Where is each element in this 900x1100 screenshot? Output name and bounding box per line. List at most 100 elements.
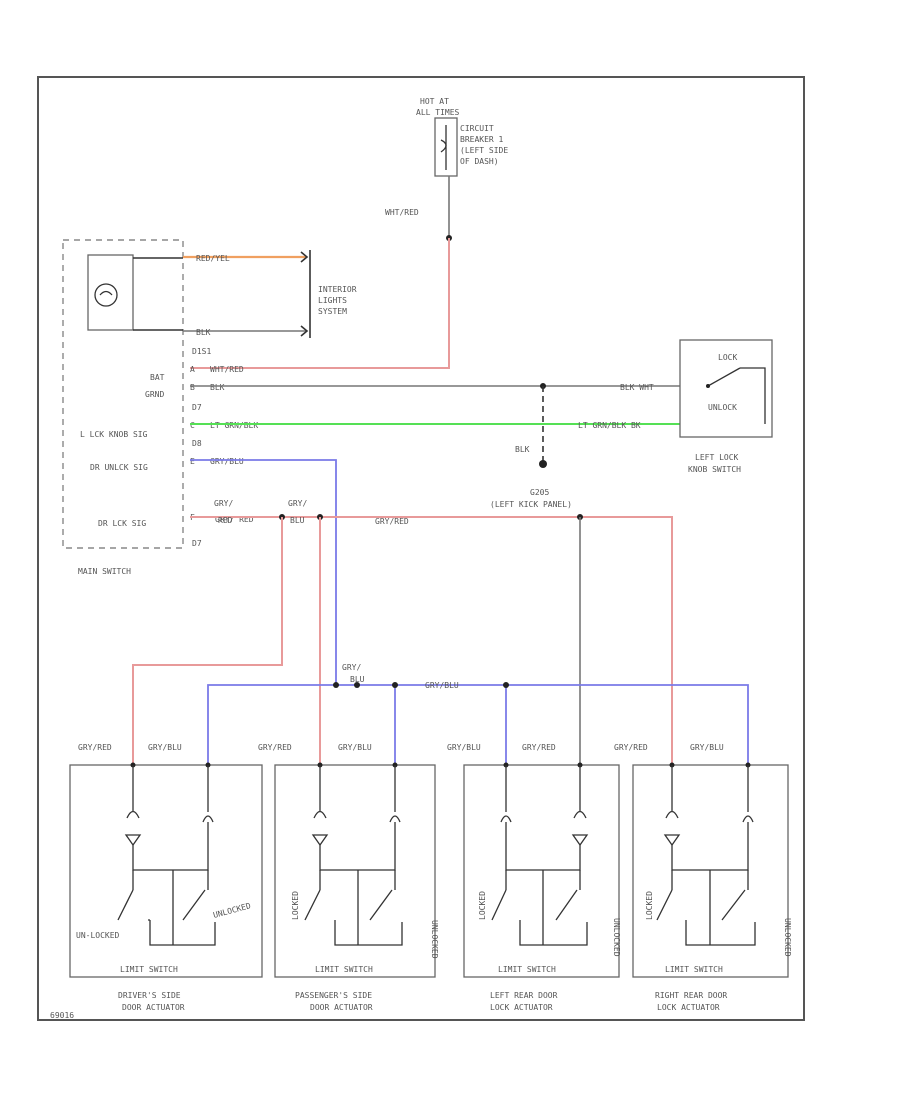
act3-w2: GRY/RED bbox=[522, 743, 556, 752]
interior-label-3: SYSTEM bbox=[318, 307, 347, 316]
pin-d1s1: D1S1 bbox=[192, 347, 211, 356]
act2-label-2: DOOR ACTUATOR bbox=[310, 1003, 373, 1012]
input-wire-grnd: BLK bbox=[210, 383, 225, 392]
unlock-splice-4 bbox=[503, 682, 509, 688]
act4-label-2: LOCK ACTUATOR bbox=[657, 1003, 720, 1012]
main-switch-box bbox=[62, 239, 184, 549]
act1-w2: GRY/BLU bbox=[148, 743, 182, 752]
act4-unlocked: UNLOCKED bbox=[783, 918, 792, 957]
act1-note: UNLOCKED bbox=[212, 901, 252, 920]
input-wire-bat: WHT/RED bbox=[210, 365, 244, 374]
splice-red1: RED bbox=[218, 516, 233, 525]
unlock-signal-wire bbox=[190, 459, 337, 685]
left-rear-actuator: GRY/BLU GRY/RED LOCKED UNLOCKED LIMIT SW… bbox=[447, 743, 621, 1012]
main-switch-label: MAIN SWITCH bbox=[78, 567, 131, 576]
unlock-splice-3 bbox=[392, 682, 398, 688]
right-rear-actuator: GRY/RED GRY/BLU LOCKED UNLOCKED LIMIT SW… bbox=[614, 743, 792, 1012]
act1-unlocked: UN-LOCKED bbox=[76, 931, 120, 940]
act2-locked: LOCKED bbox=[291, 891, 300, 920]
unlock-splice-1 bbox=[333, 682, 339, 688]
input-pin-knob: C bbox=[190, 421, 195, 430]
act3-label-1: LEFT REAR DOOR bbox=[490, 991, 558, 1000]
unlock-bus-label: GRY/BLU bbox=[425, 681, 459, 690]
knob-unlock-label: UNLOCK bbox=[708, 403, 737, 412]
act1-label-1: DRIVER'S SIDE bbox=[118, 991, 181, 1000]
splice-blu3: BLU bbox=[350, 675, 365, 684]
unlock-splice-2 bbox=[354, 682, 360, 688]
act2-switch: LIMIT SWITCH bbox=[315, 965, 373, 974]
act2-w1: GRY/RED bbox=[258, 743, 292, 752]
interior-label-2: LIGHTS bbox=[318, 296, 347, 305]
splice-gry1: GRY/ bbox=[214, 499, 233, 508]
act3-switch: LIMIT SWITCH bbox=[498, 965, 556, 974]
driver-actuator: GRY/RED GRY/BLU UNLOCKED UN-LOCKED LIMIT… bbox=[69, 743, 263, 1012]
circuit-breaker-symbol bbox=[434, 117, 458, 177]
hot-at-label: HOT AT bbox=[420, 97, 449, 106]
act4-w2: GRY/BLU bbox=[690, 743, 724, 752]
act2-w2: GRY/BLU bbox=[338, 743, 372, 752]
act1-w1: GRY/RED bbox=[78, 743, 112, 752]
driver-lock-wire bbox=[132, 517, 283, 765]
breaker-label-3: (LEFT SIDE bbox=[460, 146, 508, 155]
act1-label-2: DOOR ACTUATOR bbox=[122, 1003, 185, 1012]
breaker-label-1: CIRCUIT bbox=[460, 124, 494, 133]
dome-lamp-icon bbox=[87, 254, 134, 331]
bat-feed-wire bbox=[190, 238, 450, 369]
act3-label-2: LOCK ACTUATOR bbox=[490, 1003, 553, 1012]
breaker-label-4: OF DASH) bbox=[460, 157, 499, 166]
all-times-label: ALL TIMES bbox=[416, 108, 460, 117]
input-wire-lock: GRY/ RED bbox=[215, 515, 254, 524]
input-wire-unlock: GRY/BLU bbox=[210, 457, 244, 466]
knob-label-1: LEFT LOCK bbox=[695, 453, 739, 462]
act4-w1: GRY/RED bbox=[614, 743, 648, 752]
splice-blu2: BLU bbox=[290, 516, 305, 525]
passenger-actuator: GRY/RED GRY/BLU LOCKED UNLOCKED LIMIT SW… bbox=[258, 743, 439, 1012]
knob-switch-box bbox=[679, 339, 773, 438]
knob-wire-grn: LT GRN/BLK BK bbox=[578, 421, 641, 430]
unlock-bus-wire bbox=[207, 684, 749, 765]
lock-bus-label: GRY/RED bbox=[375, 517, 409, 526]
knob-switch-symbol bbox=[706, 367, 766, 424]
input-label-grnd: GRND bbox=[145, 390, 164, 399]
knob-lock-label: LOCK bbox=[718, 353, 737, 362]
arrow-top bbox=[300, 251, 309, 263]
input-pin-bat: A bbox=[190, 365, 195, 374]
act3-unlocked: UNLOCKED bbox=[612, 918, 621, 957]
pin-d7a: D7 bbox=[192, 403, 202, 412]
input-label-knob: L LCK KNOB SIG bbox=[80, 430, 148, 439]
act2-unlocked: UNLOCKED bbox=[430, 920, 439, 959]
act2-label-1: PASSENGER'S SIDE bbox=[295, 991, 372, 1000]
diagram-frame bbox=[37, 76, 805, 1021]
interior-wire-top-label: RED/YEL bbox=[196, 254, 230, 263]
splice-gry2: GRY/ bbox=[288, 499, 307, 508]
interior-label-1: INTERIOR bbox=[318, 285, 357, 294]
input-label-bat: BAT bbox=[150, 373, 165, 382]
input-label-lock: DR LCK SIG bbox=[98, 519, 146, 528]
pin-d8: D8 bbox=[192, 439, 202, 448]
interior-wire-bottom-label: BLK bbox=[196, 328, 211, 337]
footer-code: 69016 bbox=[50, 1011, 74, 1020]
act4-switch: LIMIT SWITCH bbox=[665, 965, 723, 974]
lock-signal-wire bbox=[190, 516, 673, 765]
knob-wire-blk: BLK WHT bbox=[620, 383, 654, 392]
ground-point-icon bbox=[539, 460, 547, 468]
act3-locked: LOCKED bbox=[478, 891, 487, 920]
input-pin-unlock: E bbox=[190, 457, 195, 466]
pin-d7b: D7 bbox=[192, 539, 202, 548]
act1-switch: LIMIT SWITCH bbox=[120, 965, 178, 974]
breaker-label-2: BREAKER 1 bbox=[460, 135, 504, 144]
splice-gry3: GRY/ bbox=[342, 663, 361, 672]
act4-label-1: RIGHT REAR DOOR bbox=[655, 991, 727, 1000]
act4-locked: LOCKED bbox=[645, 891, 654, 920]
input-wire-knob: LT GRN/BLK bbox=[210, 421, 258, 430]
knob-label-2: KNOB SWITCH bbox=[688, 465, 741, 474]
input-label-unlock: DR UNLCK SIG bbox=[90, 463, 148, 472]
input-pin-grnd: B bbox=[190, 383, 195, 392]
act3-w1: GRY/BLU bbox=[447, 743, 481, 752]
power-wire-label: WHT/RED bbox=[385, 208, 419, 217]
ground-wire-label: BLK bbox=[515, 445, 530, 454]
ground-label-1: G205 bbox=[530, 488, 549, 497]
arrow-bottom bbox=[300, 325, 309, 337]
ground-label-2: (LEFT KICK PANEL) bbox=[490, 500, 572, 509]
